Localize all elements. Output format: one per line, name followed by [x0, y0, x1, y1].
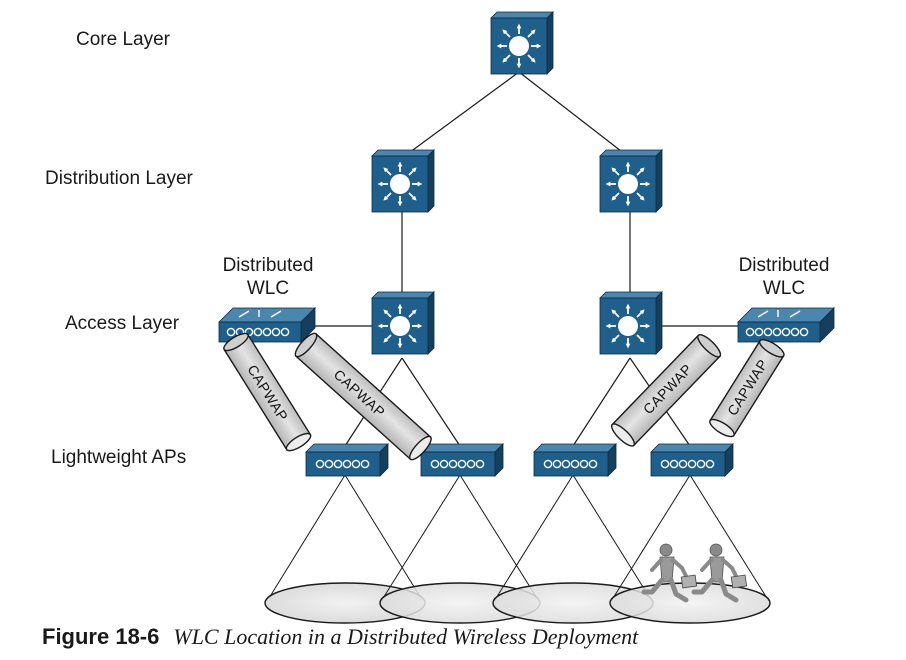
access-point-2 [420, 443, 504, 477]
link-core-dist-right [518, 71, 631, 159]
access-point-3 [533, 443, 617, 477]
link-access-right-ap3 [572, 357, 631, 447]
coverage-cone-ap3 [492, 474, 654, 624]
lightweight-aps-label: Lightweight APs [51, 447, 187, 468]
coverage-area-ap4 [609, 582, 771, 624]
access-point-4 [650, 443, 734, 477]
coverage-cone-ap2 [379, 474, 541, 624]
coverage-cones [264, 474, 771, 624]
wlc-right-line1: Distributed [738, 255, 830, 276]
wlc-controller-left [218, 307, 316, 343]
wlc-left-line2: WLC [246, 278, 290, 299]
figure-number: Figure 18-6 [42, 624, 160, 649]
figure-caption: Figure 18-6 WLC Location in a Distributed… [42, 624, 638, 650]
wlc-left-line1: Distributed [222, 255, 314, 276]
figure-title: WLC Location in a Distributed Wireless D… [173, 624, 639, 649]
capwap-tunnel-3: CAPWAP [610, 334, 722, 447]
distributed-wlc-right-label: Distributed WLC [719, 254, 849, 300]
access-switch-left [371, 291, 435, 355]
link-access-left-ap2 [401, 357, 461, 447]
link-core-dist-left [401, 71, 520, 159]
core-switch [490, 11, 554, 75]
wlc-right-line2: WLC [762, 278, 806, 299]
wlc-controller-right [737, 307, 835, 343]
distribution-layer-label: Distribution Layer [45, 168, 193, 189]
coverage-cone-ap4 [609, 474, 771, 624]
access-switch-right [599, 291, 663, 355]
distribution-switch-right [599, 149, 663, 213]
core-layer-label: Core Layer [76, 29, 170, 50]
access-point-1 [305, 443, 389, 477]
distributed-wlc-left-label: Distributed WLC [203, 254, 333, 300]
distribution-switch-left [371, 149, 435, 213]
access-layer-label: Access Layer [65, 313, 180, 334]
